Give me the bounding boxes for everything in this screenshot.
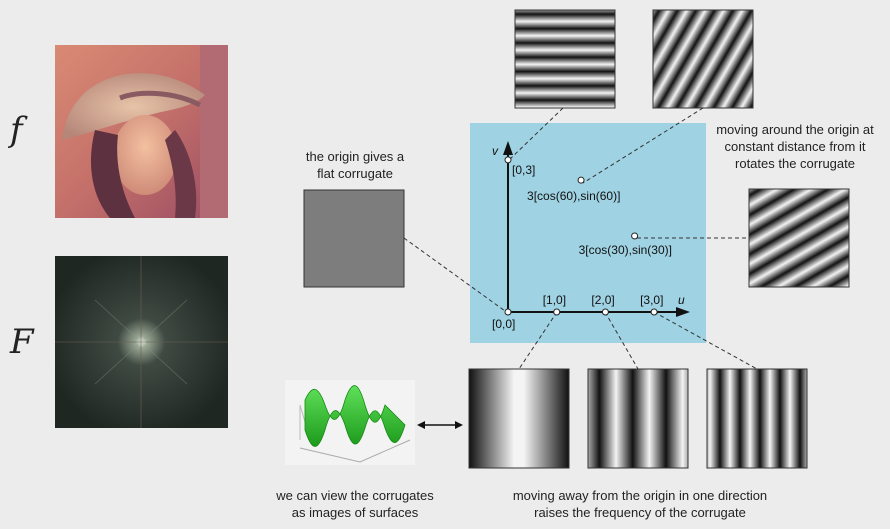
caption-frequency-text: moving away from the origin in one direc… [512, 488, 768, 520]
caption-origin: the origin gives a flat corrugate [280, 148, 430, 182]
plane-point-label: [0,0] [492, 317, 515, 331]
plane-point-label: [1,0] [543, 293, 566, 307]
plane-point-marker [650, 308, 658, 316]
double-arrow-icon [417, 421, 463, 429]
plane-point-marker [631, 232, 639, 240]
caption-surfaces-text: we can view the corrugates as images of … [276, 488, 434, 520]
plane-point-marker [504, 156, 512, 164]
caption-rotate-text: moving around the origin at constant dis… [716, 122, 874, 171]
fourier-spectrum-image [55, 256, 228, 428]
corrugate-horizontal [514, 9, 616, 109]
caption-surfaces: we can view the corrugates as images of … [255, 487, 455, 521]
corrugate-60deg [652, 9, 754, 109]
v-axis-label: v [492, 144, 499, 158]
plane-point-marker [601, 308, 609, 316]
corrugate-30deg [748, 188, 850, 288]
3d-surface-plot [285, 380, 415, 465]
plane-point-marker [577, 176, 585, 184]
plane-point-marker [504, 308, 512, 316]
portrait-photo [55, 45, 228, 218]
corrugate-freq-2 [587, 368, 689, 469]
frequency-symbol-F: F [10, 322, 34, 362]
u-axis-label: u [678, 293, 685, 307]
flat-corrugate [303, 189, 405, 288]
caption-origin-text: the origin gives a flat corrugate [305, 149, 405, 181]
leader-lines [403, 107, 758, 370]
caption-frequency: moving away from the origin in one direc… [470, 487, 810, 521]
plane-point-label: [3,0] [640, 293, 663, 307]
caption-rotate: moving around the origin at constant dis… [700, 121, 890, 172]
corrugate-freq-1 [468, 368, 570, 469]
plane-points: [0,0] [1,0] [2,0] [3,0] [0,3] 3[cos(60),sin(6… [492, 156, 672, 331]
spatial-symbol-f: f [10, 110, 23, 150]
plane-point-label: [2,0] [591, 293, 614, 307]
uv-axes [503, 141, 690, 317]
plane-point-label: 3[cos(30),sin(30)] [579, 243, 672, 257]
plane-point-label: 3[cos(60),sin(60)] [527, 189, 620, 203]
plane-point-marker [553, 308, 561, 316]
corrugate-freq-3 [706, 368, 808, 469]
plane-point-label: [0,3] [512, 163, 535, 177]
